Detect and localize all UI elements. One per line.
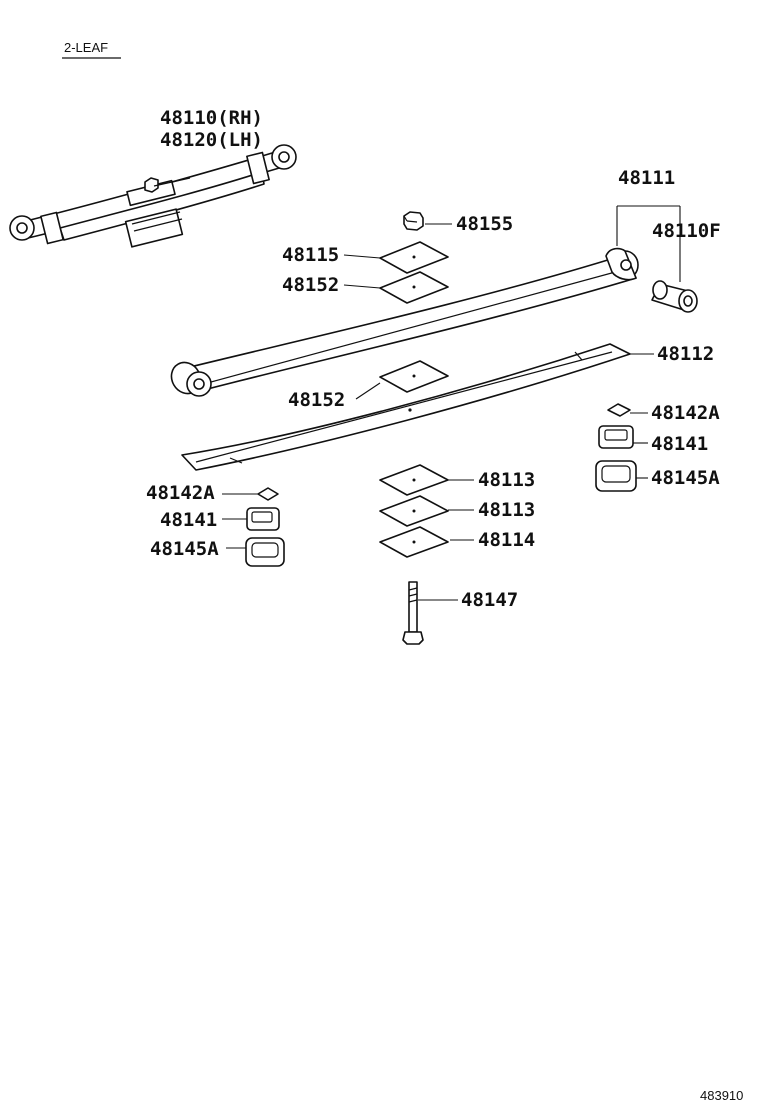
callout-insulator-upper: 48152: [282, 274, 339, 296]
clip-l-illustration: [246, 507, 280, 531]
clip-insulator-l-illustration: [257, 487, 279, 501]
callout-seat-1: 48113: [478, 469, 535, 491]
callout-nut: 48155: [456, 213, 513, 235]
leaf-no1-illustration: [170, 247, 639, 397]
callout-clip-insulator-l: 48142A: [146, 482, 215, 504]
callout-clip-cover-r: 48145A: [651, 467, 720, 489]
callout-clip-cover-l: 48145A: [150, 538, 219, 560]
variant-label: 2-LEAF: [64, 40, 108, 55]
seat-2-hole: [412, 509, 416, 513]
callout-pad: 48114: [478, 529, 535, 551]
bushing-illustration: [651, 280, 698, 313]
center-bolt-illustration: [402, 581, 424, 645]
callout-center-bolt: 48147: [461, 589, 518, 611]
callout-spring-assy-rh: 48110(RH): [160, 107, 263, 129]
callout-clip-insulator-r: 48142A: [651, 402, 720, 424]
leader-plate-upper: [343, 254, 381, 259]
callout-clip-r: 48141: [651, 433, 708, 455]
clip-cover-r-illustration: [595, 460, 637, 492]
clip-r-illustration: [598, 425, 634, 449]
leader-insulator-mid: [355, 382, 381, 400]
nut-illustration: [403, 211, 424, 231]
callout-leaf-no1: 48111: [618, 167, 675, 189]
pad-hole: [412, 540, 416, 544]
insulator-upper-hole: [412, 285, 416, 289]
callout-spring-assy-lh: 48120(LH): [160, 129, 263, 151]
callout-leaf-no2: 48112: [657, 343, 714, 365]
spring-assembly-illustration: [9, 144, 297, 248]
clip-insulator-r-illustration: [607, 403, 631, 417]
plate-upper-hole: [412, 255, 416, 259]
callout-plate-upper: 48115: [282, 244, 339, 266]
callout-bushing: 48110F: [652, 220, 721, 242]
callout-insulator-mid: 48152: [288, 389, 345, 411]
diagram-id: 483910: [700, 1088, 743, 1103]
insulator-mid-hole: [412, 374, 416, 378]
leader-insulator-upper: [343, 284, 381, 289]
clip-cover-l-illustration: [245, 537, 285, 567]
seat-1-hole: [412, 478, 416, 482]
callout-seat-2: 48113: [478, 499, 535, 521]
callout-clip-l: 48141: [160, 509, 217, 531]
